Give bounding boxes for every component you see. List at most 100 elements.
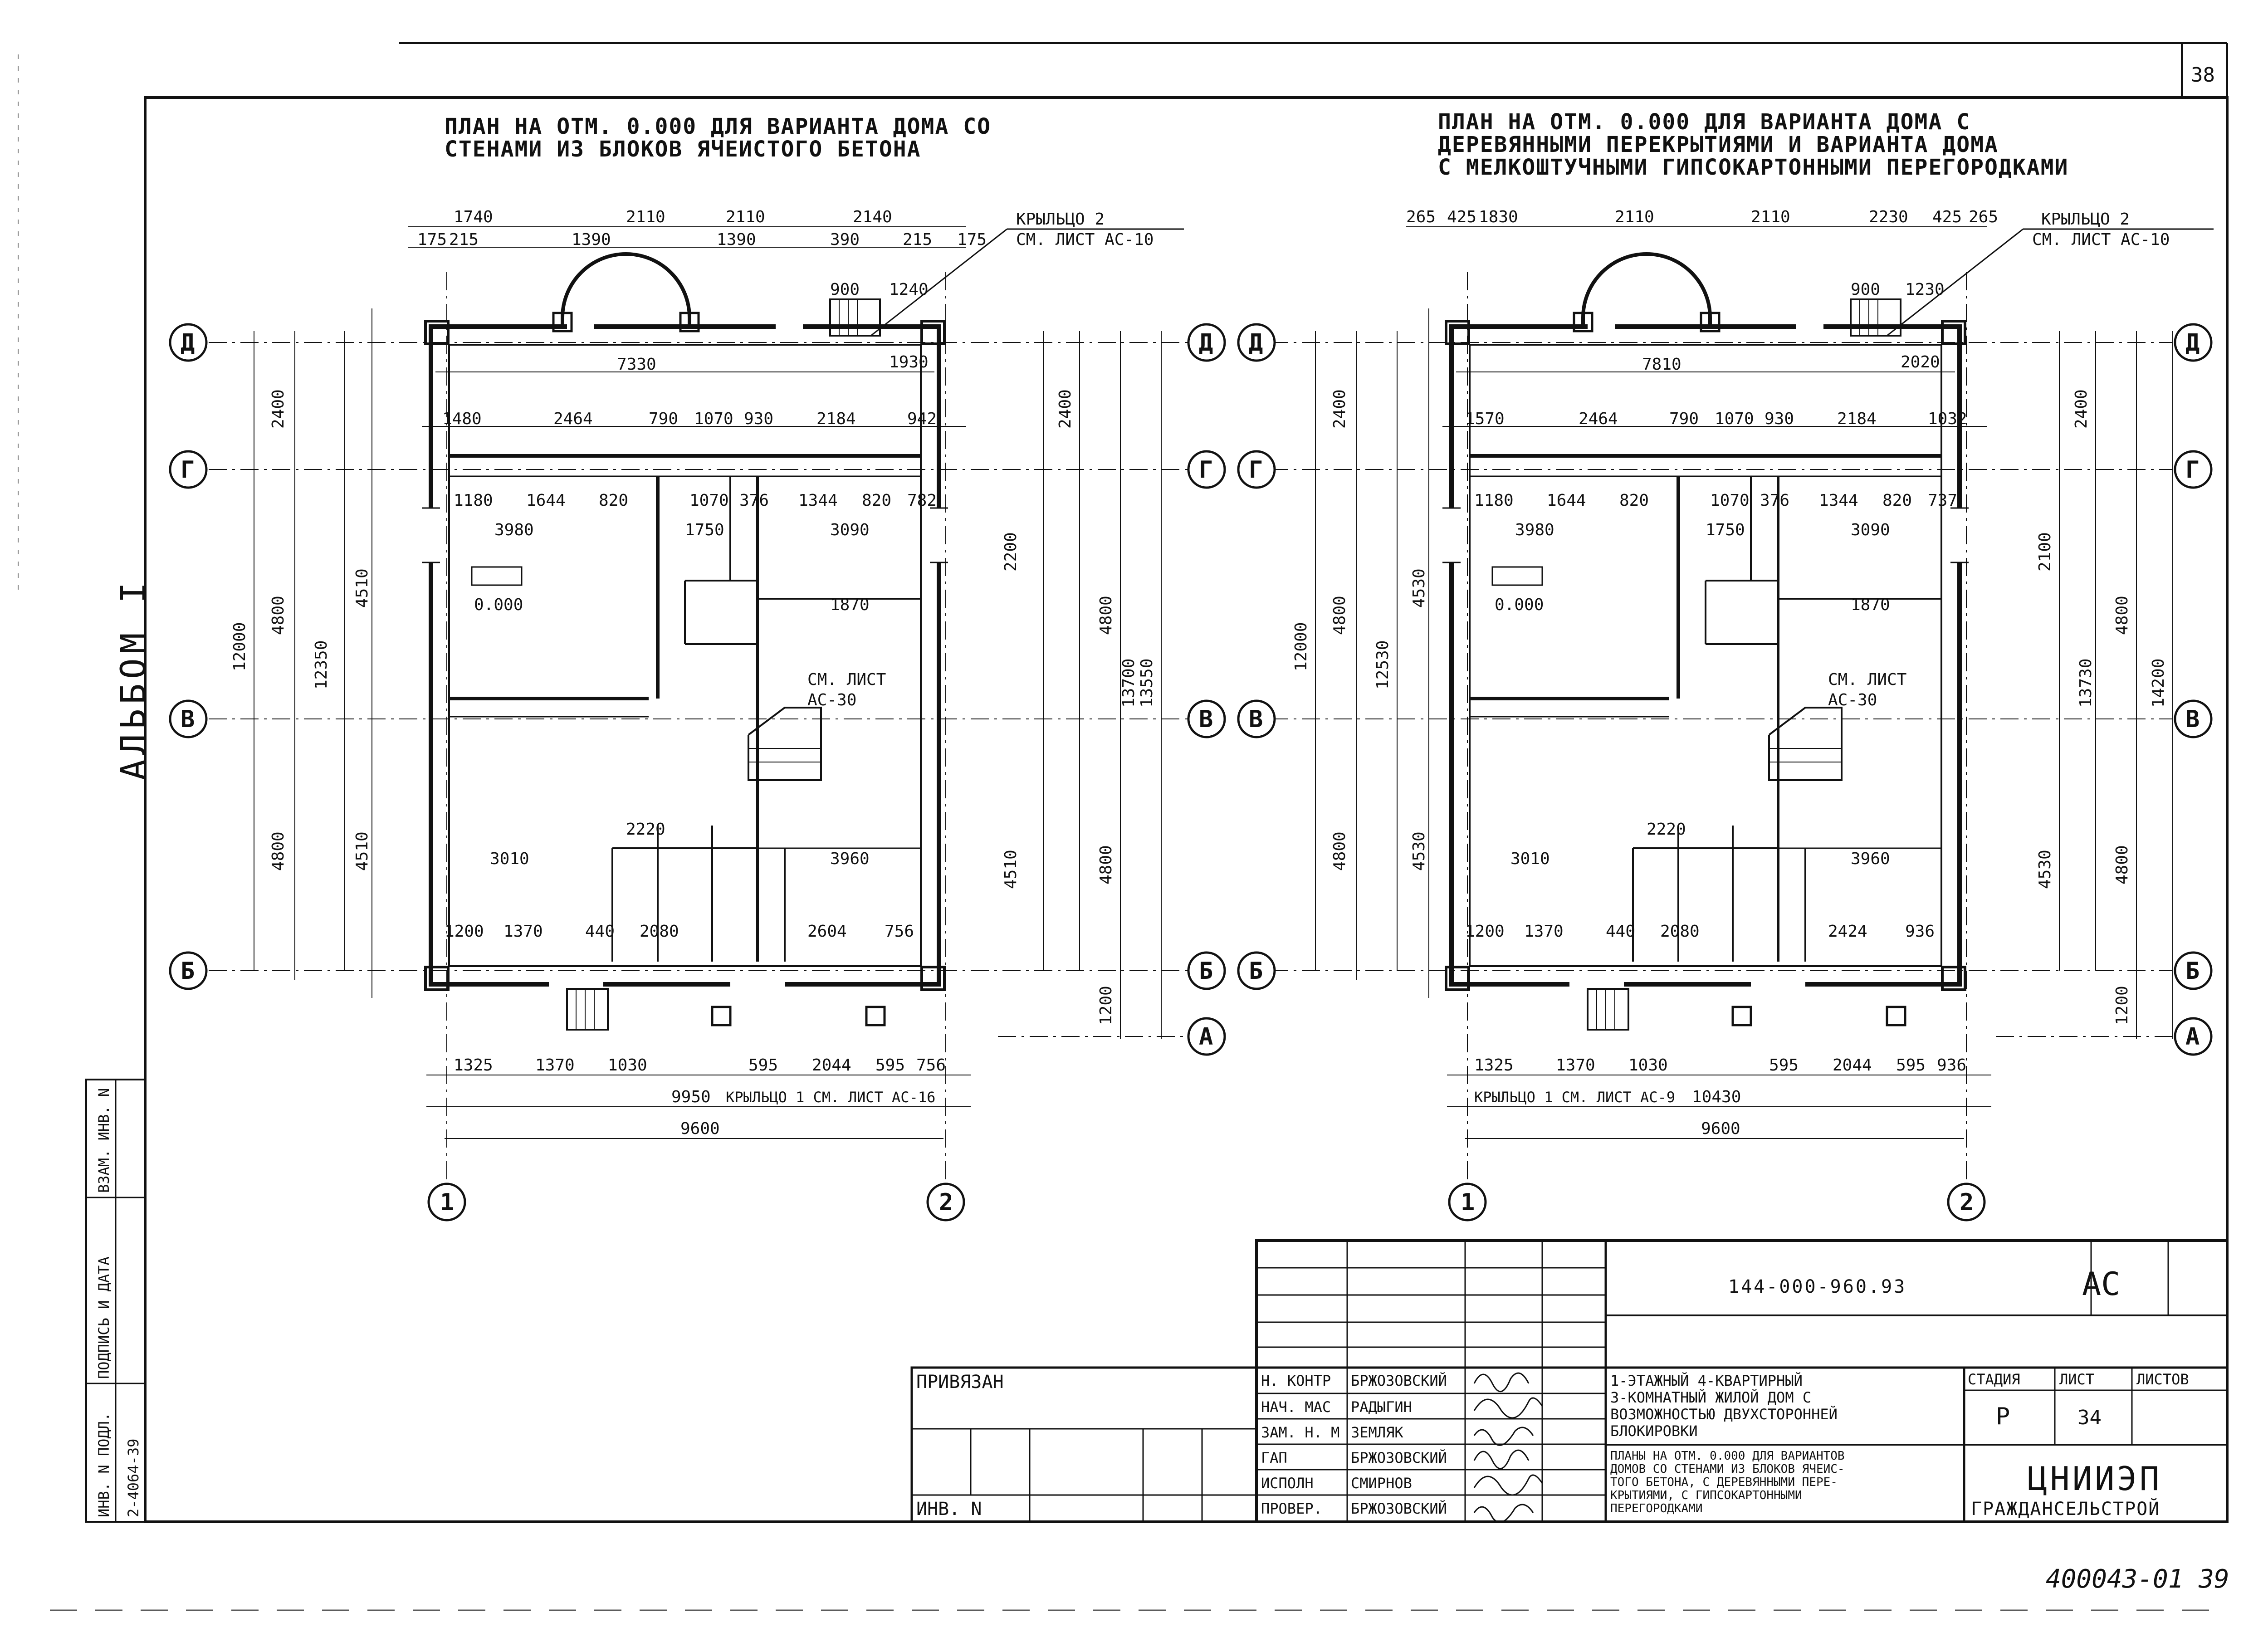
dim: 3010	[1510, 850, 1550, 868]
title-block	[910, 1239, 2229, 1523]
stair-ref: СМ. ЛИСТ	[807, 670, 886, 689]
axis-label: Г	[1199, 456, 1213, 484]
dim: 1344	[1819, 491, 1858, 510]
dim: 3960	[1851, 850, 1890, 868]
dim: 4800	[1330, 596, 1349, 635]
dim: 4510	[353, 568, 371, 608]
project-line-1: 1-ЭТАЖНЫЙ 4-КВАРТИРНЫЙ	[1610, 1372, 1803, 1389]
dim: 2020	[1901, 353, 1940, 371]
inv-label: ИНВ. N	[916, 1499, 982, 1520]
porch2-label: КРЫЛЬЦО 2	[1016, 210, 1105, 229]
plan-left-axis-bubbles: Д Г В Б Д Г В Б А 1 2	[170, 324, 1225, 1220]
plan-right: ПЛАН НА ОТМ. 0.000 ДЛЯ ВАРИАНТА ДОМА С Д…	[1238, 109, 2214, 1220]
role: ГАП	[1261, 1449, 1287, 1466]
dim: 595	[875, 1056, 905, 1075]
stamp-cell-1: ВЗАМ. ИНВ. N	[95, 1088, 112, 1193]
axis-label: В	[1199, 706, 1213, 733]
plan-left: ПЛАН НА ОТМ. 0.000 ДЛЯ ВАРИАНТА ДОМА СО …	[170, 114, 1225, 1220]
dim: 1240	[889, 280, 929, 299]
sheet-title-3: ТОГО БЕТОНА, С ДЕРЕВЯННЫМИ ПЕРЕ-	[1610, 1476, 1838, 1489]
dim: 1370	[535, 1056, 575, 1075]
dim: 390	[830, 230, 860, 249]
dim: 3090	[830, 521, 870, 539]
dim: 595	[1896, 1056, 1926, 1075]
dim: 1070	[689, 491, 729, 510]
axis-label: Г	[1249, 456, 1263, 484]
dim: 1644	[1547, 491, 1586, 510]
dim: 2220	[626, 820, 665, 839]
dim: 1870	[830, 596, 870, 614]
dim: 790	[649, 410, 678, 428]
dim: 13730	[2077, 659, 2095, 708]
sheets-label: ЛИСТОВ	[2136, 1371, 2189, 1388]
doc-code: 144-000-960.93	[1728, 1276, 1906, 1297]
plan-left-title-2: СТЕНАМИ ИЗ БЛОКОВ ЯЧЕИСТОГО БЕТОНА	[445, 137, 921, 162]
stamp-cell-2: ПОДПИСЬ И ДАТА	[95, 1256, 112, 1379]
stamp-cell-3: ИНВ. N ПОДЛ.	[95, 1412, 112, 1517]
stamp-cell-4: 2-4064-39	[125, 1439, 142, 1517]
axis-label: 1	[440, 1189, 454, 1216]
axis-label: Б	[1249, 958, 1263, 985]
dim: 595	[748, 1056, 778, 1075]
dim: 2044	[1833, 1056, 1872, 1075]
dim: 215	[903, 230, 932, 249]
dim: 2044	[812, 1056, 851, 1075]
dim: 1030	[1628, 1056, 1668, 1075]
dim: 4510	[353, 831, 371, 871]
dim: 3980	[494, 521, 534, 539]
name: БРЖОЗОВСКИЙ	[1351, 1372, 1447, 1389]
dim: 756	[885, 922, 914, 941]
porch2-ref: СМ. ЛИСТ АС-10	[1016, 230, 1154, 249]
dim: 2184	[816, 410, 856, 428]
axis-label: Г	[181, 456, 195, 484]
dim-overall: 9600	[680, 1119, 720, 1138]
dim: 215	[449, 230, 479, 249]
dim: 1750	[685, 521, 724, 539]
stamp-strip: ВЗАМ. ИНВ. N ПОДПИСЬ И ДАТА ИНВ. N ПОДЛ.…	[85, 1079, 146, 1523]
dim: 4800	[1330, 831, 1349, 871]
dim: 7330	[617, 355, 656, 374]
porch2-ref: СМ. ЛИСТ АС-10	[2032, 230, 2170, 249]
dim: 900	[830, 280, 860, 299]
sheet-title-5: ПЕРЕГОРОДКАМИ	[1610, 1502, 1703, 1515]
dim: 4510	[1002, 850, 1020, 889]
dim: 1030	[608, 1056, 647, 1075]
signatures	[1473, 1372, 1543, 1523]
axis-label: 2	[939, 1189, 953, 1216]
project-line-3: ВОЗМОЖНОСТЬЮ ДВУХСТОРОННЕЙ	[1610, 1406, 1838, 1423]
stair-ref-sheet: АС-30	[807, 691, 856, 709]
sheet-title-1: ПЛАНЫ НА ОТМ. 0.000 ДЛЯ ВАРИАНТОВ	[1610, 1449, 1845, 1463]
dim: 2400	[2072, 389, 2091, 429]
dim: 440	[1606, 922, 1635, 941]
dim: 425	[1932, 208, 1962, 226]
axis-label: В	[1249, 706, 1263, 733]
dim: 2604	[807, 922, 847, 941]
role: ПРОВЕР.	[1261, 1500, 1322, 1517]
stage-value: Р	[1996, 1403, 2010, 1430]
dim: 4800	[269, 596, 288, 635]
plan-left-title-1: ПЛАН НА ОТМ. 0.000 ДЛЯ ВАРИАНТА ДОМА СО	[445, 114, 991, 139]
dim: 936	[1937, 1056, 1966, 1075]
dim: 2110	[626, 208, 665, 226]
dim: 4800	[2113, 845, 2131, 884]
dim: 820	[1619, 491, 1649, 510]
dim: 1750	[1706, 521, 1745, 539]
dim: 1570	[1465, 410, 1505, 428]
dim: 737	[1928, 491, 1957, 510]
dim: 2424	[1828, 922, 1867, 941]
role: Н. КОНТР	[1261, 1372, 1331, 1389]
dim: 4800	[269, 831, 288, 871]
dim: 1180	[1474, 491, 1514, 510]
dim: 2110	[726, 208, 765, 226]
dim: 790	[1669, 410, 1699, 428]
dim: 1200	[1097, 986, 1115, 1025]
dim: 1180	[454, 491, 493, 510]
dim: 756	[916, 1056, 946, 1075]
dim: 1070	[1710, 491, 1750, 510]
dim: 376	[1760, 491, 1789, 510]
name: БРЖОЗОВСКИЙ	[1351, 1449, 1447, 1466]
dim: 820	[1882, 491, 1912, 510]
plan-right-title-2: ДЕРЕВЯННЫМИ ПЕРЕКРЫТИЯМИ И ВАРИАНТА ДОМА	[1438, 132, 1999, 157]
dim: 936	[1905, 922, 1935, 941]
